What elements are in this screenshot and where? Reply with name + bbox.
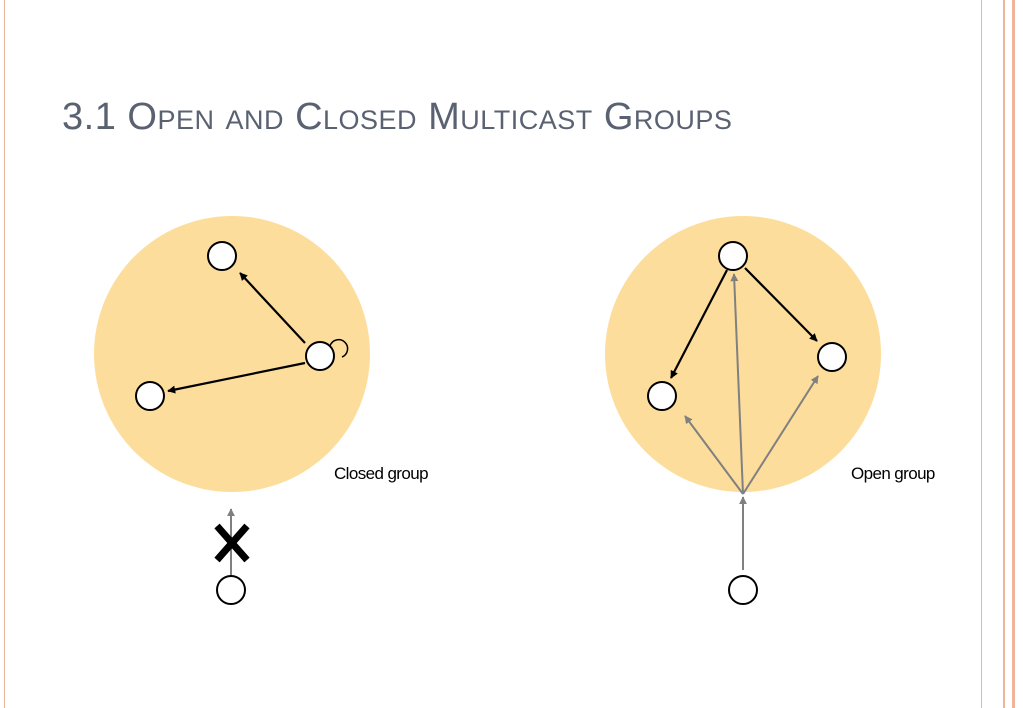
- group-member-node: [647, 381, 677, 411]
- open-member-arrow: [744, 267, 818, 342]
- outside-node: [216, 575, 246, 605]
- sender-member-node: [718, 241, 748, 271]
- self-delivery-loop: [329, 338, 349, 358]
- open-group-label: Open group: [851, 464, 935, 483]
- slide-title: 3.1 Open and Closed Multicast Groups: [62, 96, 733, 138]
- closed-member-arrow: [239, 272, 306, 344]
- group-member-node: [817, 342, 847, 372]
- outside-arrow: [742, 375, 819, 495]
- blocked-x-icon: [214, 523, 250, 563]
- group-member-node: [207, 241, 237, 271]
- open-member-arrow: [670, 269, 728, 379]
- outside-arrow: [730, 273, 744, 495]
- closed-group-label: Closed group: [334, 464, 428, 483]
- outside-arrow: [684, 415, 744, 495]
- closed-group: Closed group: [94, 216, 429, 605]
- closed-group-area: [94, 216, 370, 492]
- slide-border-right: [981, 0, 982, 708]
- slide-border-left: [4, 0, 5, 708]
- group-member-node: [135, 381, 165, 411]
- open-group: Open group: [605, 216, 936, 605]
- sender-member-node: [305, 341, 335, 371]
- closed-member-arrow: [167, 361, 306, 394]
- slide-border-right: [1012, 0, 1015, 708]
- open-group-area: [605, 216, 881, 492]
- slide-border-right: [1003, 0, 1005, 708]
- outside-node: [728, 575, 758, 605]
